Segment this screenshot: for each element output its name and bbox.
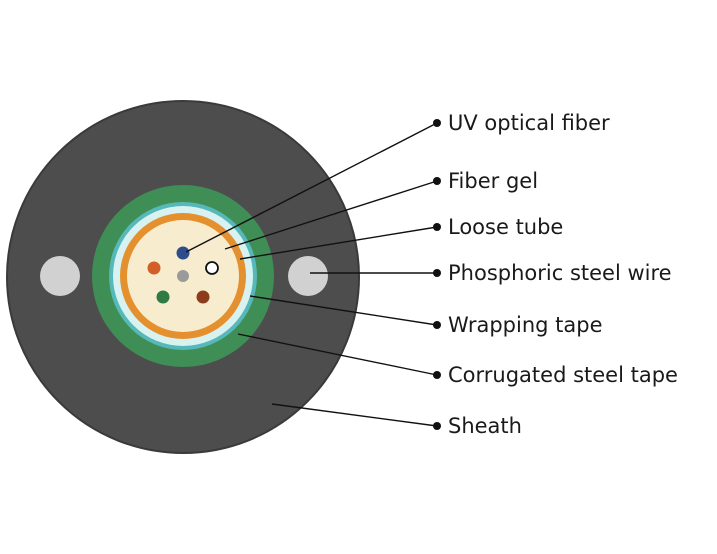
leader-dot-wrapping-tape bbox=[433, 321, 441, 329]
steel-wire-right bbox=[288, 256, 328, 296]
leader-line-wrapping-tape bbox=[249, 295, 438, 326]
optical-fiber-gray bbox=[177, 270, 189, 282]
leader-line-sheath bbox=[271, 403, 438, 427]
label-loose-tube: Loose tube bbox=[448, 215, 563, 239]
leader-line-fiber-gel bbox=[224, 180, 438, 250]
leader-line-uv-optical-fiber bbox=[185, 122, 438, 253]
leader-dot-fiber-gel bbox=[433, 177, 441, 185]
optical-fiber-blue bbox=[176, 246, 190, 260]
label-corrugated-steel-tape: Corrugated steel tape bbox=[448, 363, 678, 387]
label-phosphoric-steel-wire: Phosphoric steel wire bbox=[448, 261, 672, 285]
optical-fiber-orange bbox=[147, 261, 161, 275]
label-wrapping-tape: Wrapping tape bbox=[448, 313, 603, 337]
optical-fiber-white bbox=[205, 261, 219, 275]
cable-cross-section bbox=[6, 100, 360, 454]
leader-lines bbox=[185, 119, 441, 430]
leader-line-loose-tube bbox=[239, 226, 438, 260]
steel-wire-left bbox=[40, 256, 80, 296]
leader-dot-sheath bbox=[433, 422, 441, 430]
leader-line-corrugated-steel-tape bbox=[237, 333, 438, 376]
label-fiber-gel: Fiber gel bbox=[448, 169, 538, 193]
label-sheath: Sheath bbox=[448, 414, 522, 438]
leader-dot-uv-optical-fiber bbox=[433, 119, 441, 127]
component-labels: UV optical fiber Fiber gel Loose tube Ph… bbox=[448, 111, 678, 438]
optical-fiber-green bbox=[156, 290, 170, 304]
leader-dot-phosphoric-steel-wire bbox=[433, 269, 441, 277]
label-uv-optical-fiber: UV optical fiber bbox=[448, 111, 610, 135]
optical-fiber-brown bbox=[196, 290, 210, 304]
leader-dot-loose-tube bbox=[433, 223, 441, 231]
leader-dot-corrugated-steel-tape bbox=[433, 371, 441, 379]
